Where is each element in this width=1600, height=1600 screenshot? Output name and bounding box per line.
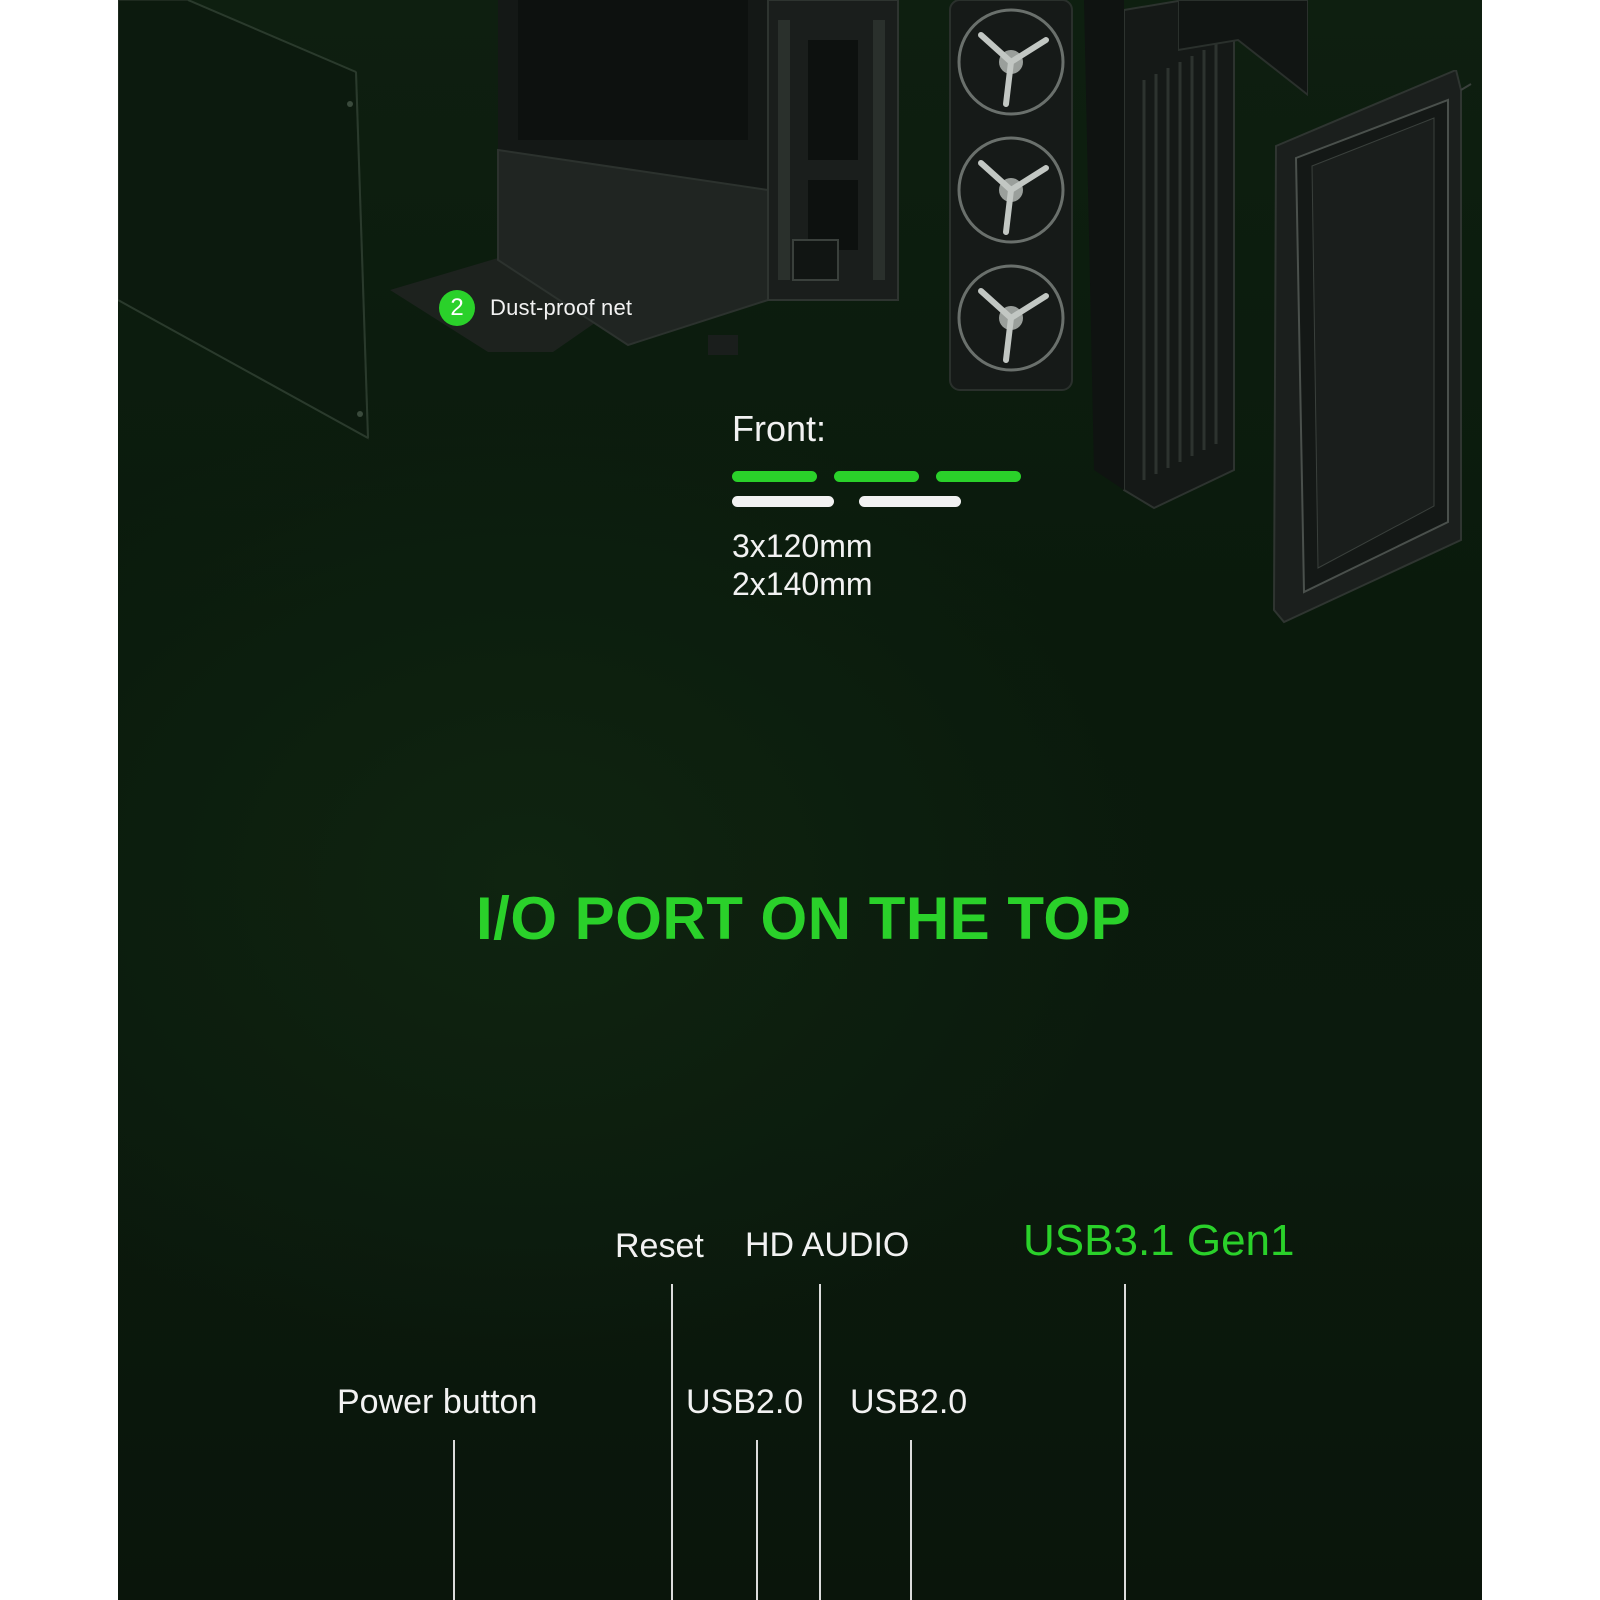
power-leader-line bbox=[453, 1440, 455, 1600]
dust-proof-net-label: Dust-proof net bbox=[490, 295, 633, 320]
green-bar-3 bbox=[936, 471, 1021, 482]
usb20-right-leader-line bbox=[910, 1440, 912, 1600]
usb31-leader-line bbox=[1124, 1284, 1126, 1600]
front-panel-illustration bbox=[1272, 70, 1472, 624]
usb20-left-label: USB2.0 bbox=[686, 1383, 804, 1421]
fan-size-140: 2x140mm bbox=[732, 566, 873, 602]
product-feature-panel: 2 Dust-proof net bbox=[118, 0, 1482, 1600]
callout-number-badge: 2 bbox=[439, 290, 475, 326]
reset-leader-line bbox=[671, 1284, 673, 1600]
power-button-label: Power button bbox=[337, 1383, 538, 1421]
green-bar-1 bbox=[732, 471, 817, 482]
section-heading: I/O PORT ON THE TOP bbox=[476, 885, 1132, 952]
reset-label: Reset bbox=[615, 1227, 704, 1265]
white-bar-2 bbox=[859, 496, 961, 507]
hd-audio-leader-line bbox=[819, 1284, 821, 1600]
radiator-illustration bbox=[1084, 0, 1235, 510]
side-panel-illustration bbox=[118, 0, 370, 440]
white-bar-1 bbox=[732, 496, 834, 507]
fan-icon bbox=[949, 0, 1073, 391]
green-bar-2 bbox=[834, 471, 919, 482]
usb20-right-label: USB2.0 bbox=[850, 1383, 968, 1421]
usb20-left-leader-line bbox=[756, 1440, 758, 1600]
fan-stack bbox=[946, 0, 1076, 400]
usb31-label: USB3.1 Gen1 bbox=[1023, 1216, 1295, 1265]
chassis-illustration bbox=[390, 0, 899, 355]
hd-audio-label: HD AUDIO bbox=[745, 1226, 910, 1264]
fan-size-120: 3x120mm bbox=[732, 528, 873, 564]
front-title: Front: bbox=[732, 408, 827, 449]
top-panel-illustration bbox=[1178, 0, 1308, 97]
